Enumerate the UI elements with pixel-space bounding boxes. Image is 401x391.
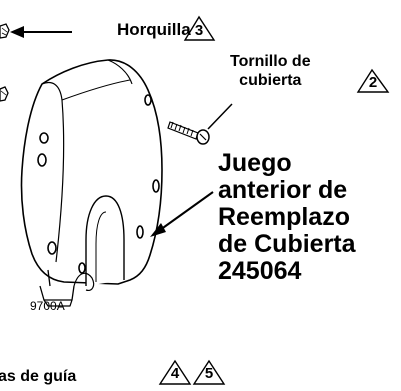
fork-label: Horquilla [117,20,191,39]
fork-reference-number: 3 [194,22,204,39]
kit-label-line-2: anterior de [218,176,348,204]
guide-reference-number-b: 5 [204,365,214,382]
guide-label: as de guía [0,368,77,385]
side-nut [0,86,9,102]
triangle-marker-3 [183,15,216,41]
kit-label-line-5: 245064 [218,257,302,285]
kit-leader-arrow [150,191,214,237]
kit-label-line-4: de Cubierta [218,230,356,258]
figure-code: 9700A [30,299,65,313]
cover-screw-label: Tornillo de cubierta [230,52,311,90]
guide-reference-number-a: 4 [170,365,180,382]
fork-leader-arrow [10,26,72,38]
triangle-marker-2 [356,68,390,93]
screw-leader-line [207,103,233,130]
cover-screw [167,121,210,145]
fork-nut [0,23,10,39]
triangle-marker-4 [158,359,192,385]
replacement-kit-label: Juego anterior de Reemplazo de Cubierta … [218,150,356,285]
kit-label-line-1: Juego [218,149,292,177]
screw-reference-number: 2 [368,74,378,91]
front-cover [20,59,163,307]
cover-screw-label-line-1: Tornillo de [230,53,311,70]
kit-label-line-3: Reemplazo [218,203,350,231]
cover-screw-label-line-2: cubierta [239,72,302,89]
triangle-marker-5 [192,359,226,385]
